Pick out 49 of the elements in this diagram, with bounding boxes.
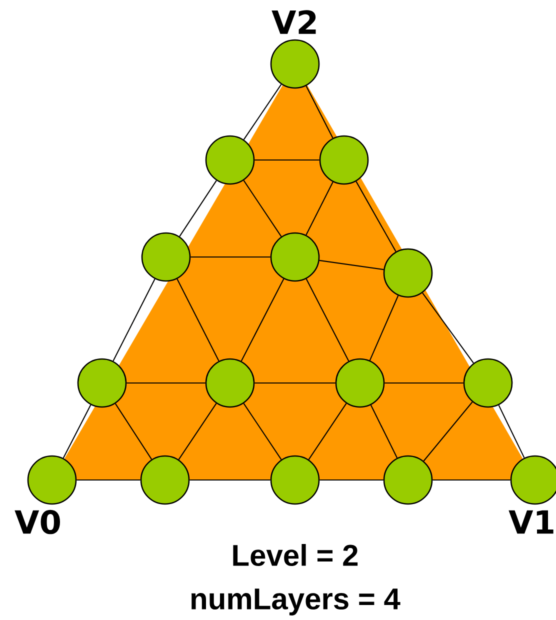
vertex-circle [383,455,433,505]
mesh-line [126,382,206,384]
mesh-line [370,404,398,458]
vertex-circle [510,455,556,505]
vertex-circle [205,135,255,185]
vertex-circle [27,455,77,505]
vertex-circle [270,39,320,89]
mesh-line [243,403,282,460]
mesh-line [243,180,282,237]
mesh-line [190,479,270,481]
mesh-line [240,278,284,362]
mesh-line [384,382,464,384]
caption-text: Level = 2 [233,544,358,566]
vertex-circle [270,455,320,505]
mesh-line [176,278,220,362]
mesh-line [369,295,399,361]
vertex-circle [141,232,191,282]
mesh-line [306,182,334,236]
mesh-line [308,403,347,460]
mesh-line [254,382,336,384]
caption-text: numLayers = 4 [192,588,400,616]
mesh-line [356,181,396,252]
mesh-line [422,292,474,364]
vertex-circle [270,232,320,282]
mesh-line [423,402,473,462]
vertex-circle [77,358,127,408]
mesh-line [306,278,350,362]
vertex-label: V1 [508,510,554,534]
mesh-line [432,479,510,481]
mesh-line [178,403,217,460]
mesh-line [306,86,334,138]
vertex-circle [335,358,385,408]
mesh-line [319,260,384,270]
mesh-line [76,479,140,481]
mesh-line [179,180,217,237]
vertex-circle [140,455,190,505]
mesh-line [62,404,92,458]
mesh-line [320,479,384,481]
mesh-line [254,159,320,161]
mesh-line [243,84,282,140]
mesh-line [114,403,152,460]
mesh-line [498,404,525,458]
vertex-circle [205,358,255,408]
mesh-line [190,256,270,258]
vertex-circle [463,358,513,408]
mesh-line [112,278,156,362]
vertex-circle [383,248,433,298]
vertex-circle [319,135,369,185]
vertex-label: V0 [14,510,60,534]
